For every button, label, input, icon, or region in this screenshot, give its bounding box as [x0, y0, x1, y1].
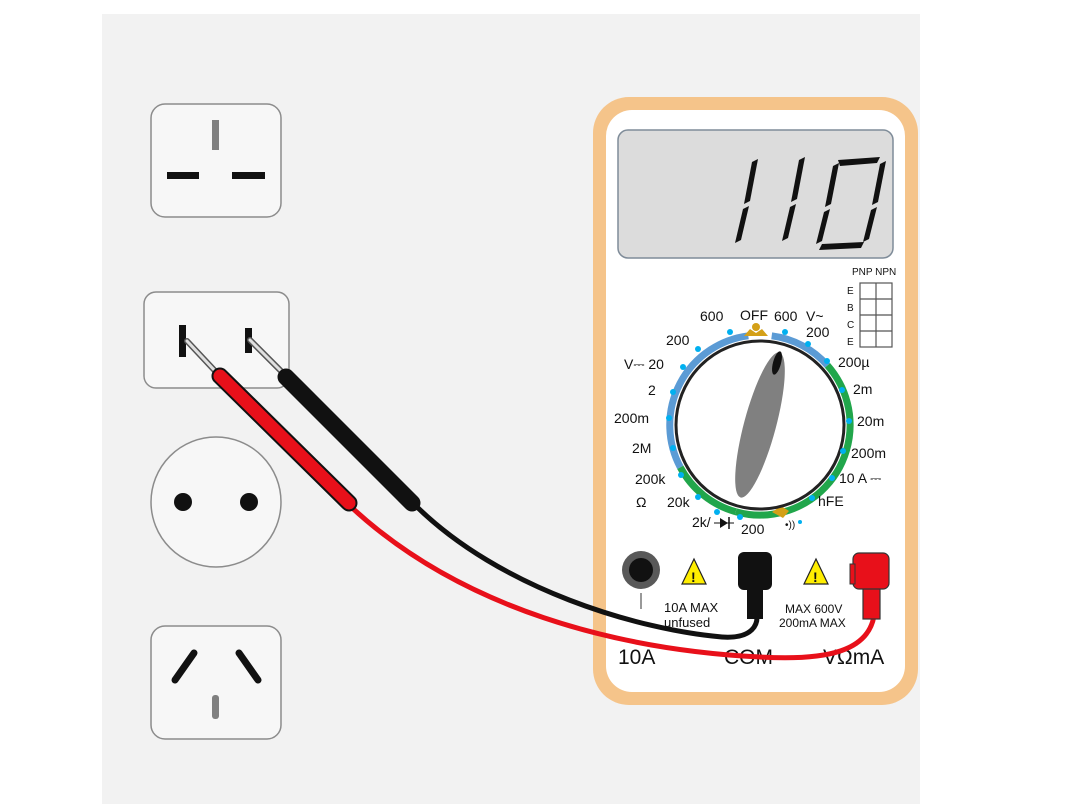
dial-label-2k-ohm: 2k/	[692, 514, 711, 530]
red-probe-wire	[346, 502, 877, 661]
dial-label-600-acv: 600	[774, 308, 798, 324]
dial-label-200u-dca: 200µ	[838, 354, 869, 370]
port-10a[interactable]	[622, 551, 660, 589]
dial-labels: 600 OFF 600 V~ 200 200 V⎓ 20 2 200m 2M 2…	[614, 307, 886, 537]
port-v-note-200ma: 200mA MAX	[779, 616, 846, 630]
dial-label-200-acv: 200	[806, 324, 830, 340]
port-label-10a: 10A	[618, 646, 655, 669]
socket-pin-c: C	[847, 320, 854, 331]
dial-label-20-dcv: V⎓ 20	[624, 356, 664, 372]
dial-label-20k-ohm: 20k	[667, 494, 691, 510]
outlet-type-c-europe[interactable]	[150, 436, 282, 568]
black-probe-plug[interactable]	[738, 552, 772, 619]
dial-label-ohm-symbol: Ω	[636, 494, 646, 510]
diode-icon	[714, 517, 734, 529]
dial-label-2m-dca: 2m	[853, 381, 872, 397]
off-marker-dot	[752, 323, 760, 331]
black-probe-wire	[412, 502, 760, 640]
outlet-type-i-china[interactable]	[150, 103, 282, 218]
socket-header: PNP NPN	[852, 267, 896, 278]
rotary-selector[interactable]	[674, 339, 846, 511]
transistor-socket[interactable]: PNP NPN E B C E	[847, 267, 896, 348]
dial-label-continuity: •))	[785, 520, 795, 531]
svg-text:!: !	[691, 569, 696, 585]
dial-label-off: OFF	[740, 307, 768, 323]
dial-dots	[666, 329, 852, 524]
dial-label-2m-ohm: 2M	[632, 440, 651, 456]
off-marker	[744, 329, 768, 336]
port-10a-note-unfused: unfused	[664, 615, 710, 630]
dial-label-20m-dca: 20m	[857, 413, 884, 429]
socket-pin-e2: E	[847, 337, 854, 348]
selector-pointer	[772, 351, 782, 375]
socket-pin-b: B	[847, 303, 854, 314]
dial-label-hfe: hFE	[818, 493, 844, 509]
svg-text:!: !	[813, 569, 818, 585]
port-label-vohm-ma: VΩmA	[823, 646, 884, 669]
warning-icon-v: !	[803, 557, 829, 585]
dial-label-10a-dca: 10 A ⎓	[839, 470, 881, 486]
dial-label-200m-dcv: 200m	[614, 410, 649, 426]
beep-marker	[772, 506, 789, 518]
dial-label-200-dcv: 200	[666, 332, 690, 348]
outlet-type-i-angled[interactable]	[150, 625, 282, 740]
dial-label-200m-dca: 200m	[851, 445, 886, 461]
red-probe[interactable]	[184, 338, 358, 512]
dial-label-200k-ohm: 200k	[635, 471, 666, 487]
lcd-digits	[735, 157, 886, 250]
red-probe-plug[interactable]	[849, 552, 890, 620]
dial-label-200-ohm: 200	[741, 521, 765, 537]
dial-label-600-dcv: 600	[700, 308, 724, 324]
dial-label-2-dcv: 2	[648, 382, 656, 398]
port-10a-note-max: 10A MAX	[664, 600, 719, 615]
lcd-display	[617, 129, 894, 259]
dial-label-v-ac: V~	[806, 308, 824, 324]
black-probe[interactable]	[247, 337, 421, 512]
warning-icon-10a: !	[681, 557, 707, 585]
dial-ring	[666, 332, 854, 519]
port-v-note-max: MAX 600V	[785, 602, 842, 616]
socket-pin-e1: E	[847, 286, 854, 297]
